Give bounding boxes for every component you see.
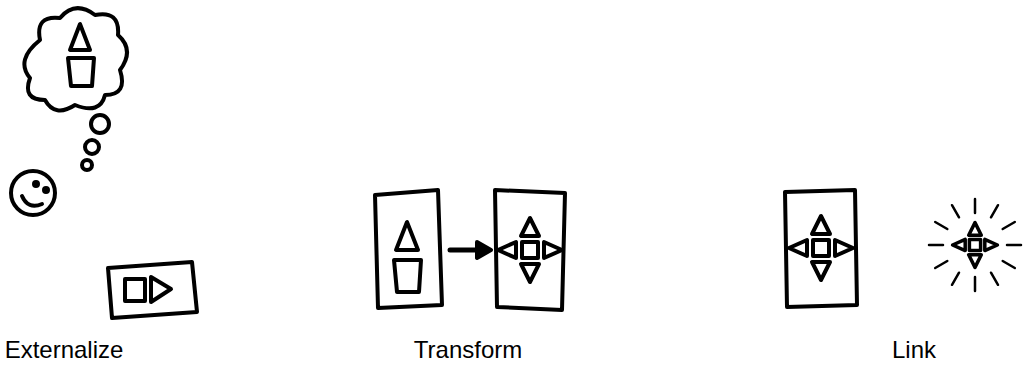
thought-cloud [24, 8, 127, 110]
sketch-card [785, 190, 857, 307]
smiley-mouth [22, 196, 42, 206]
step-label: Externalize [5, 336, 124, 365]
glowing-object [953, 223, 998, 268]
cross-shapes [498, 218, 562, 282]
triangle-shape [396, 222, 418, 250]
square-shape [125, 279, 145, 301]
smiley-eye [44, 188, 48, 192]
thought-bubble [91, 115, 109, 133]
triangle-shape [151, 277, 171, 302]
glow-rays [929, 199, 1021, 291]
sketch-card [495, 190, 565, 310]
sketch-card [108, 262, 197, 318]
thought-bubble [82, 160, 92, 170]
thought-bubble [85, 140, 99, 154]
smiley-face [11, 171, 55, 215]
transform-arrowhead [477, 242, 491, 258]
sketch-card [375, 190, 442, 308]
smiley-eye [34, 182, 38, 186]
trapezoid-shape [394, 260, 421, 292]
triangle-shape [70, 24, 90, 50]
step-label: Transform [414, 336, 522, 365]
cross-shapes [789, 216, 853, 280]
trapezoid-shape [68, 58, 94, 86]
step-label: Link [892, 336, 936, 365]
